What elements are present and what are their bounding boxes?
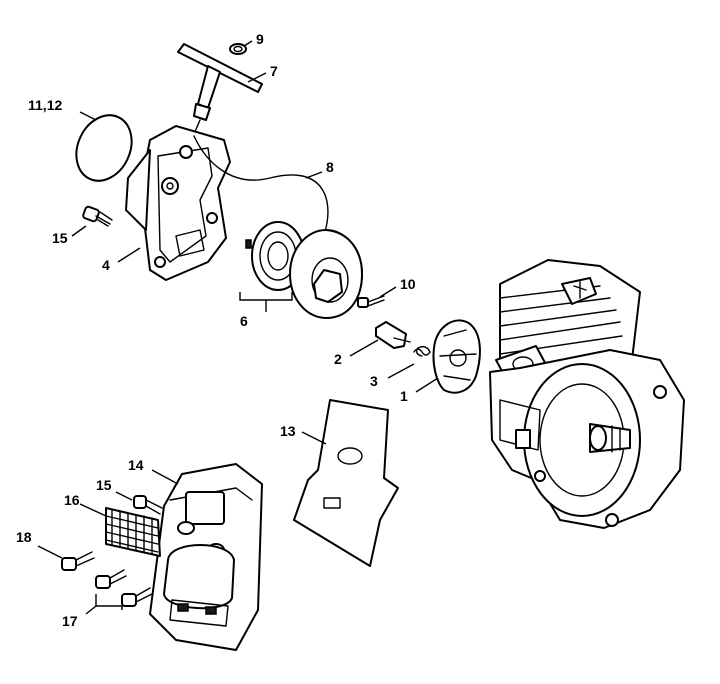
part-16-spark-screen (105, 507, 161, 557)
callout-13: 13 (280, 423, 296, 439)
callout-4: 4 (102, 257, 110, 273)
callout-1: 1 (400, 388, 408, 404)
part-15-screw-lower (133, 495, 163, 515)
callout-6: 6 (240, 313, 248, 329)
part-4-fan-housing (125, 125, 231, 281)
callout-2: 2 (334, 351, 342, 367)
part-10-screw (357, 295, 385, 308)
part-1-fan-wheel (432, 319, 481, 394)
callout-10: 10 (400, 276, 416, 292)
part-9-ring (229, 43, 247, 55)
callout-9: 9 (256, 31, 264, 47)
part-11-12-o-ring (75, 114, 133, 182)
part-18-screw (61, 551, 95, 571)
part-13-heat-shield (293, 399, 399, 567)
callout-3: 3 (370, 373, 378, 389)
callout-18: 18 (16, 529, 32, 545)
callout-7: 7 (270, 63, 278, 79)
part-15-screw-upper (82, 205, 113, 227)
leader-lines (37, 40, 439, 615)
callout-labels: 9 7 11,12 8 15 4 10 6 2 3 1 13 14 15 16 … (16, 31, 416, 629)
callout-11-12: 11,12 (28, 97, 62, 113)
part-6-rope-rotor (245, 221, 363, 319)
part-7-starter-grip (177, 43, 263, 135)
callout-15-upper: 15 (52, 230, 68, 246)
callout-16: 16 (64, 492, 80, 508)
callout-15-lower: 15 (96, 477, 112, 493)
callout-8: 8 (326, 159, 334, 175)
callout-14: 14 (128, 457, 144, 473)
part-8-starter-rope (193, 135, 329, 233)
part-2-pawl (375, 321, 411, 349)
part-17-screws (95, 569, 153, 607)
engine-crankcase (489, 349, 685, 529)
callout-17: 17 (62, 613, 78, 629)
part-3-spring (413, 345, 431, 357)
part-14-muffler (149, 463, 263, 651)
